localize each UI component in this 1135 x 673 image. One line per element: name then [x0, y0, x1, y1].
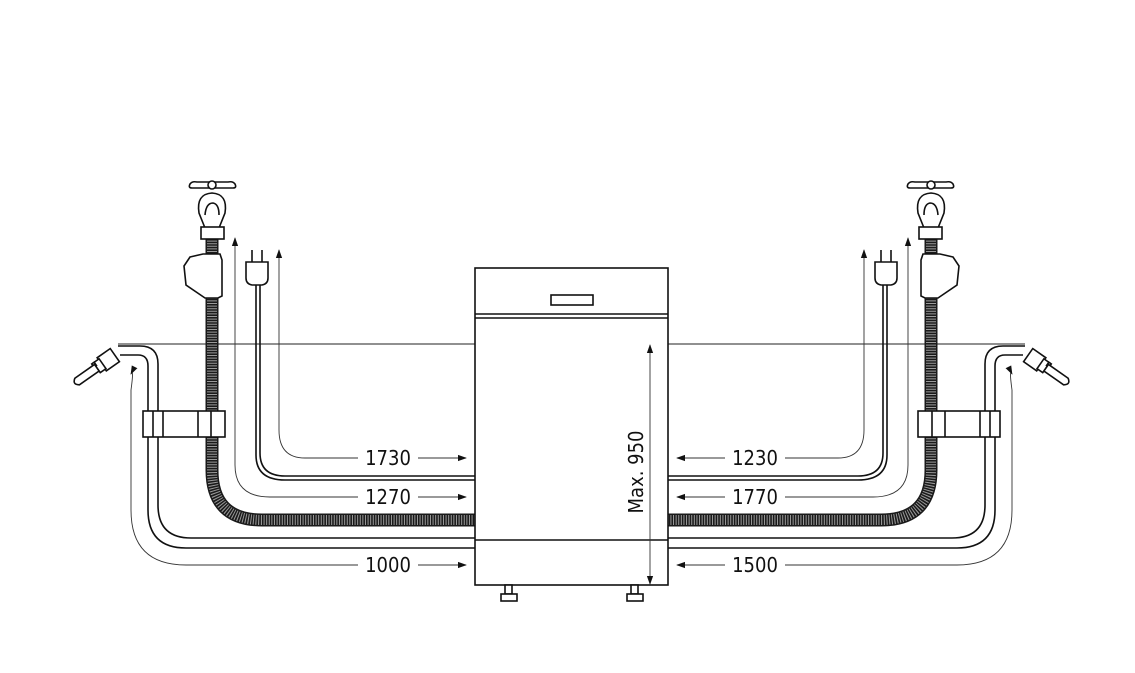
- control-display: [550, 294, 594, 306]
- right-cord-length: 1230: [732, 446, 778, 470]
- left-inlet-length: 1270: [365, 485, 411, 509]
- left-drain-length: 1000: [365, 553, 411, 577]
- right-drain-length: 1500: [732, 553, 778, 577]
- dishwasher: [474, 267, 669, 602]
- right-inlet-length: 1770: [732, 485, 778, 509]
- right-connections: [668, 181, 1073, 565]
- foot-right: [626, 584, 644, 602]
- left-cord-length: 1730: [365, 446, 411, 470]
- foot-left: [500, 584, 518, 602]
- left-connections: [70, 181, 475, 565]
- max-height-label: Max. 950: [624, 431, 648, 514]
